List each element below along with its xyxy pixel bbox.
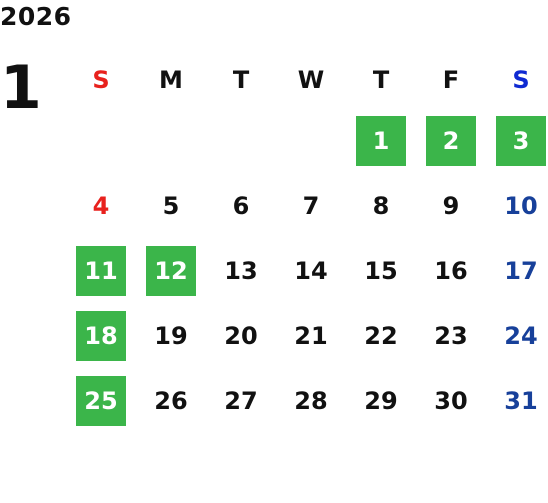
day-cell: 9: [416, 173, 486, 238]
highlighted-day-number: 25: [76, 375, 126, 426]
day-number: 27: [224, 386, 258, 415]
day-number: 15: [364, 256, 398, 285]
day-cell: 10: [486, 173, 548, 238]
weekday-sunday: S: [92, 66, 110, 94]
day-cell: 24: [486, 303, 548, 368]
day-number: 7: [302, 191, 320, 220]
day-cell: 3: [486, 108, 548, 173]
weekday-wednesday: W: [297, 66, 325, 94]
day-cell: 17: [486, 238, 548, 303]
highlighted-day-number: 18: [76, 310, 126, 361]
day-cell: 5: [136, 173, 206, 238]
highlighted-day-number: 12: [146, 245, 196, 296]
day-cell: 22: [346, 303, 416, 368]
day-number: 22: [364, 321, 398, 350]
empty-day-cell: [66, 108, 136, 173]
day-cell: 16: [416, 238, 486, 303]
weekday-saturday: S: [512, 66, 530, 94]
day-cell: 7: [276, 173, 346, 238]
highlighted-day-number: 2: [426, 115, 476, 166]
day-number: 20: [224, 321, 258, 350]
day-number: 21: [294, 321, 328, 350]
day-cell: 31: [486, 368, 548, 433]
day-cell: 4: [66, 173, 136, 238]
day-cell: 26: [136, 368, 206, 433]
day-cell: 27: [206, 368, 276, 433]
month-number: 1: [0, 53, 42, 123]
empty-day-cell: [276, 108, 346, 173]
day-number: 14: [294, 256, 328, 285]
day-number: 28: [294, 386, 328, 415]
day-cell: 1: [346, 108, 416, 173]
day-number: 4: [92, 191, 110, 220]
day-number: 29: [364, 386, 398, 415]
day-cell: 11: [66, 238, 136, 303]
day-cell: 8: [346, 173, 416, 238]
day-cell: 12: [136, 238, 206, 303]
day-number: 26: [154, 386, 188, 415]
day-number: 24: [504, 321, 538, 350]
highlighted-day-number: 11: [76, 245, 126, 296]
highlighted-day-number: 1: [356, 115, 406, 166]
day-cell: 25: [66, 368, 136, 433]
day-cell: 20: [206, 303, 276, 368]
day-cell: 29: [346, 368, 416, 433]
day-cell: 28: [276, 368, 346, 433]
day-number: 10: [504, 191, 538, 220]
day-cell: 6: [206, 173, 276, 238]
empty-day-cell: [136, 108, 206, 173]
day-number: 31: [504, 386, 538, 415]
weekday-friday: F: [442, 66, 460, 94]
day-number: 30: [434, 386, 468, 415]
day-cell: 23: [416, 303, 486, 368]
day-cell: 21: [276, 303, 346, 368]
day-number: 9: [442, 191, 460, 220]
day-number: 6: [232, 191, 250, 220]
day-number: 13: [224, 256, 258, 285]
day-cell: 14: [276, 238, 346, 303]
day-cell: 15: [346, 238, 416, 303]
day-cell: 2: [416, 108, 486, 173]
day-number: 8: [372, 191, 390, 220]
weekday-thursday: T: [372, 66, 390, 94]
year-label: 2026: [0, 2, 72, 31]
day-cell: 19: [136, 303, 206, 368]
day-cell: 30: [416, 368, 486, 433]
day-number: 16: [434, 256, 468, 285]
day-number: 19: [154, 321, 188, 350]
day-cell: 18: [66, 303, 136, 368]
day-number: 17: [504, 256, 538, 285]
day-number: 23: [434, 321, 468, 350]
empty-day-cell: [206, 108, 276, 173]
highlighted-day-number: 3: [496, 115, 546, 166]
weekday-monday: M: [159, 66, 183, 94]
day-number: 5: [162, 191, 180, 220]
day-cell: 13: [206, 238, 276, 303]
weekday-tuesday: T: [232, 66, 250, 94]
